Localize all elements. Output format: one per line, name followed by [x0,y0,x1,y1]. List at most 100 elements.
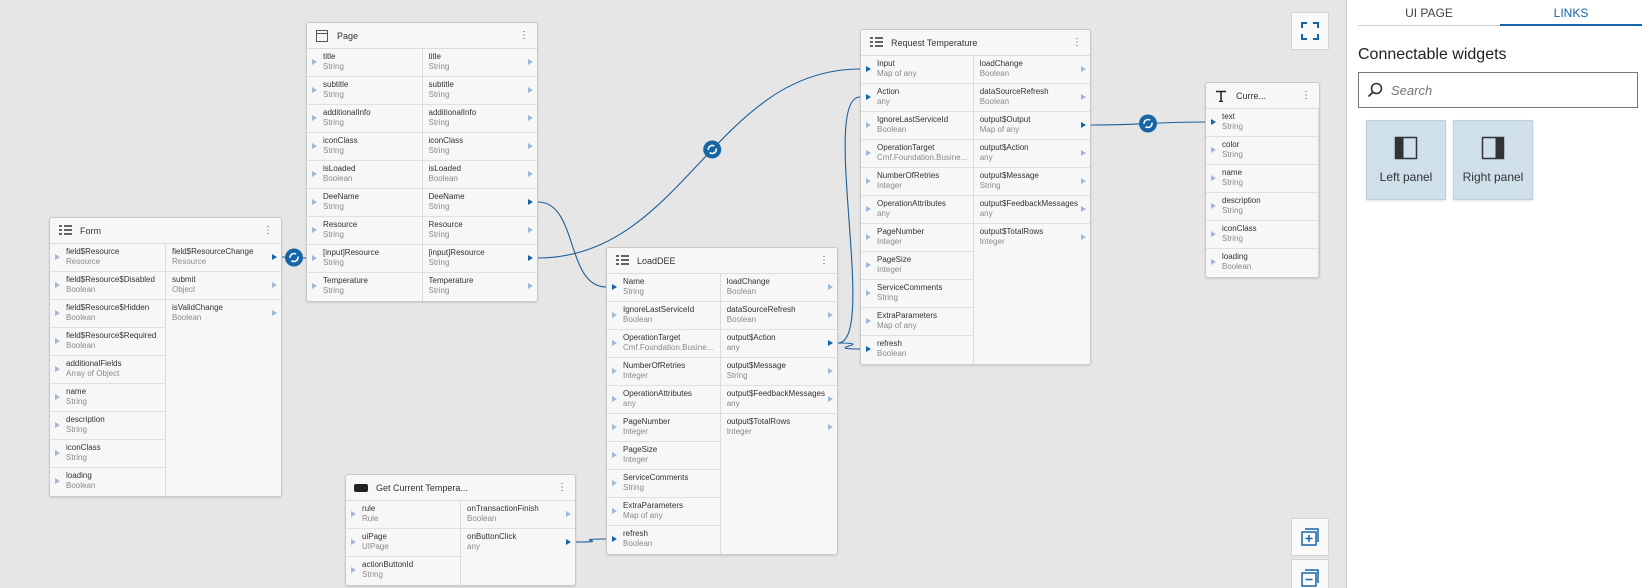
input-port-arrow-icon[interactable] [612,452,617,458]
output-port-arrow-icon[interactable] [272,282,277,288]
input-port-arrow-icon[interactable] [866,122,871,128]
input-port-arrow-icon[interactable] [351,511,356,517]
input-port-arrow-icon[interactable] [312,143,317,149]
input-port-arrow-icon[interactable] [1211,231,1216,237]
input-port-arrow-icon[interactable] [351,567,356,573]
input-port-arrow-icon[interactable] [1211,259,1216,265]
input-port-arrow-icon[interactable] [312,283,317,289]
link-wire[interactable] [837,96,861,344]
output-port-arrow-icon[interactable] [272,254,277,260]
input-port-arrow-icon[interactable] [55,310,60,316]
output-port-arrow-icon[interactable] [528,283,533,289]
output-port-arrow-icon[interactable] [828,312,833,318]
input-port-arrow-icon[interactable] [312,171,317,177]
input-port-arrow-icon[interactable] [312,115,317,121]
input-port-arrow-icon[interactable] [866,234,871,240]
output-port-arrow-icon[interactable] [1081,66,1086,72]
input-port-arrow-icon[interactable] [312,255,317,261]
output-port-arrow-icon[interactable] [528,143,533,149]
input-port-arrow-icon[interactable] [312,59,317,65]
input-port-arrow-icon[interactable] [1211,175,1216,181]
output-port-arrow-icon[interactable] [528,115,533,121]
output-port-arrow-icon[interactable] [1081,234,1086,240]
zoom-out-button[interactable] [1291,559,1329,588]
input-port-arrow-icon[interactable] [866,206,871,212]
fullscreen-button[interactable] [1291,12,1329,50]
input-port-arrow-icon[interactable] [866,290,871,296]
input-port-arrow-icon[interactable] [55,338,60,344]
output-port-arrow-icon[interactable] [566,511,571,517]
input-port-arrow-icon[interactable] [55,450,60,456]
output-port-arrow-icon[interactable] [1081,178,1086,184]
input-port-arrow-icon[interactable] [612,508,617,514]
input-port-arrow-icon[interactable] [866,346,871,352]
link-wire[interactable] [575,538,607,543]
widget-header[interactable]: Form⋮ [50,218,281,244]
link-sync-icon[interactable] [1139,114,1157,133]
link-sync-icon[interactable] [285,248,303,267]
output-port-arrow-icon[interactable] [1081,94,1086,100]
input-port-arrow-icon[interactable] [351,539,356,545]
input-port-arrow-icon[interactable] [55,478,60,484]
input-port-arrow-icon[interactable] [612,340,617,346]
input-port-arrow-icon[interactable] [612,536,617,542]
input-port-arrow-icon[interactable] [1211,147,1216,153]
input-port-arrow-icon[interactable] [612,480,617,486]
input-port-arrow-icon[interactable] [312,227,317,233]
tab-links[interactable]: LINKS [1500,0,1642,26]
input-port-arrow-icon[interactable] [612,424,617,430]
output-port-arrow-icon[interactable] [528,255,533,261]
input-port-arrow-icon[interactable] [866,178,871,184]
output-port-arrow-icon[interactable] [828,284,833,290]
input-port-arrow-icon[interactable] [612,312,617,318]
link-sync-icon[interactable] [703,140,722,159]
widget-menu-icon[interactable]: ⋮ [1072,37,1082,48]
output-port-arrow-icon[interactable] [828,424,833,430]
